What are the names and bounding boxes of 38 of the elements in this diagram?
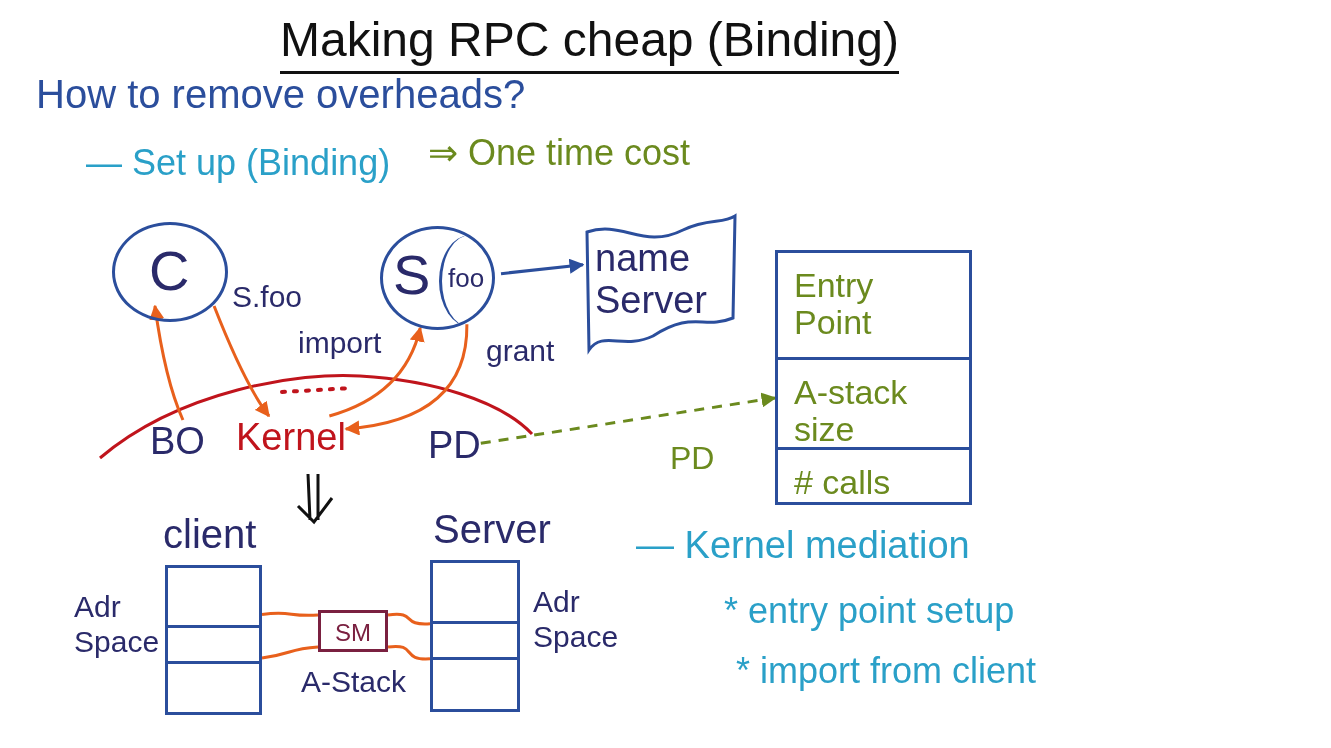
side-label: A-Stack <box>301 665 408 700</box>
side-label: Adr Space <box>74 590 156 659</box>
edge-label: S.foo <box>232 280 303 314</box>
bullet-text: — Kernel mediation <box>636 524 970 567</box>
edge-label: import <box>298 326 382 360</box>
server-circle <box>380 226 495 330</box>
arrow <box>500 258 585 276</box>
title: Making RPC cheap (Binding) <box>280 12 899 74</box>
arrow <box>344 324 469 435</box>
connector-line <box>386 612 432 661</box>
arrow <box>480 392 777 445</box>
kernel-label: Kernel <box>236 416 346 459</box>
bullet-text: * entry point setup <box>724 590 1015 632</box>
node-label: S <box>393 247 431 303</box>
table-field-label: Entry Point <box>794 267 875 342</box>
bullet-text: * import from client <box>736 650 1037 692</box>
question-text: How to remove overheads? <box>36 72 526 117</box>
node-label: name Server <box>595 238 708 322</box>
heading-label: client <box>163 512 257 557</box>
note-text: ⇒ One time cost <box>428 132 691 174</box>
arrow <box>328 326 424 418</box>
arrow-label: PD <box>670 440 715 477</box>
bullet-text: — Set up (Binding) <box>86 142 391 184</box>
side-label: Adr Space <box>533 585 620 654</box>
heading-label: Server <box>433 507 551 552</box>
connector-line <box>260 611 320 660</box>
table-field-label: A-stack size <box>794 374 909 449</box>
node-label: BO <box>150 420 205 463</box>
table-field-label: # calls <box>794 464 892 502</box>
arrow <box>212 305 271 418</box>
node-label: SM <box>335 619 371 647</box>
edge-label: grant <box>486 334 555 368</box>
node-label: C <box>149 243 190 299</box>
arrow <box>149 304 185 421</box>
node-label: PD <box>428 424 481 467</box>
client-circle <box>112 222 228 322</box>
descriptor-table <box>775 250 972 505</box>
node-label: foo <box>448 263 485 294</box>
